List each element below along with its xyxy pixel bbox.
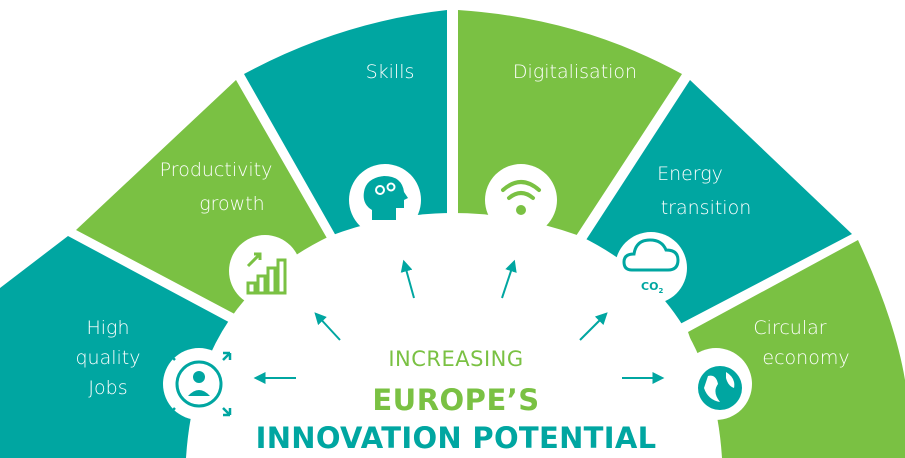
arrow-skills bbox=[400, 259, 415, 299]
label-energy-1: Energy bbox=[657, 163, 723, 185]
center-line-1: INCREASING bbox=[388, 347, 523, 371]
segment-labels: High quality Jobs Productivity growth Sk… bbox=[76, 61, 850, 399]
center-dome bbox=[186, 213, 722, 458]
label-jobs-2: quality bbox=[76, 347, 141, 369]
label-digitalisation: Digitalisation bbox=[513, 61, 637, 83]
label-skills: Skills bbox=[366, 61, 415, 83]
brain-gears-icon bbox=[349, 164, 421, 236]
label-circular-1: Circular bbox=[753, 317, 826, 339]
label-jobs-3: Jobs bbox=[88, 377, 127, 399]
arrow-digitalisation bbox=[501, 259, 517, 299]
center-line-2: EUROPE’S bbox=[372, 383, 539, 417]
co2-cloud-icon: CO2 bbox=[615, 232, 687, 304]
jobs-people-icon bbox=[163, 348, 235, 420]
label-productivity-2: growth bbox=[199, 193, 264, 215]
label-productivity-1: Productivity bbox=[160, 159, 273, 181]
label-circular-2: economy bbox=[762, 347, 849, 369]
globe-icon bbox=[680, 348, 752, 420]
growth-chart-icon bbox=[229, 235, 301, 307]
arrows bbox=[253, 259, 665, 384]
label-jobs-1: High bbox=[86, 317, 129, 339]
label-energy-2: transition bbox=[661, 197, 752, 219]
center-line-3: INNOVATION POTENTIAL bbox=[256, 421, 657, 455]
arrow-productivity bbox=[314, 312, 341, 341]
wifi-icon bbox=[485, 164, 557, 236]
arrow-energy bbox=[579, 312, 608, 341]
co2-label: CO2 bbox=[641, 280, 663, 295]
